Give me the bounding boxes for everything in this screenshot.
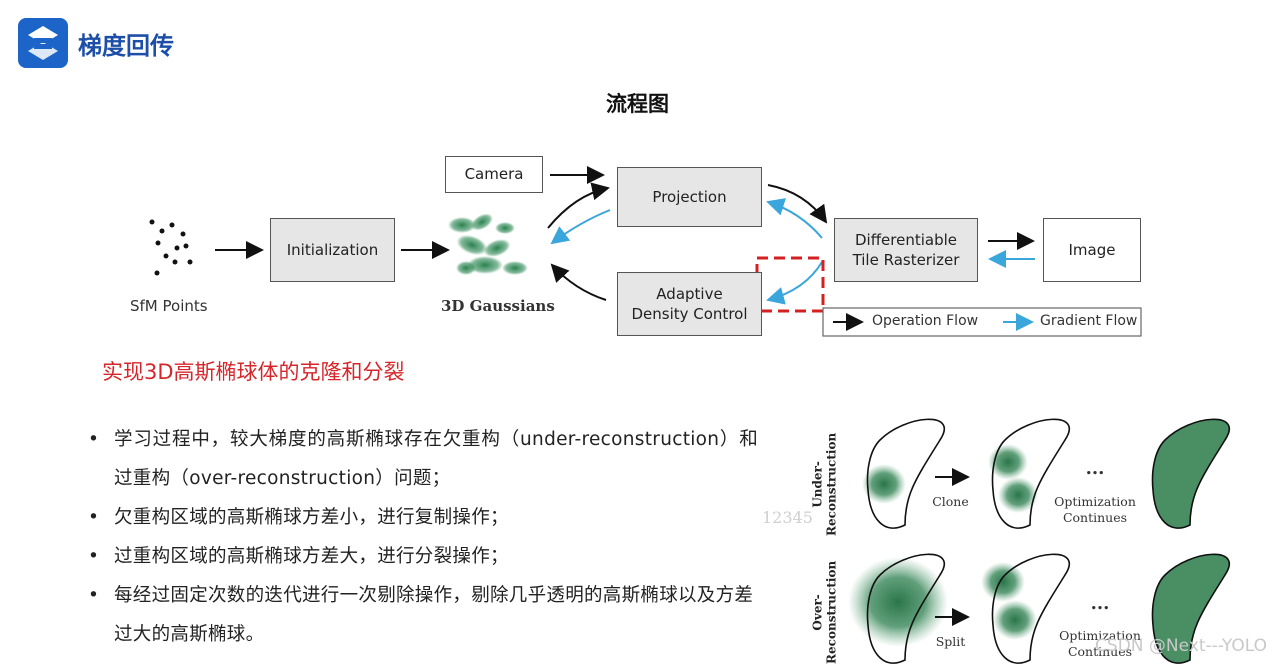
rasterizer-line-1: Differentiable [854, 230, 957, 249]
section-subtitle: 实现3D高斯椭球体的克隆和分裂 [102, 360, 405, 384]
bullet-item: 学习过程中，较大梯度的高斯椭球存在欠重构（under-reconstructio… [88, 420, 758, 498]
bullet-list: 学习过程中，较大梯度的高斯椭球存在欠重构（under-reconstructio… [88, 420, 758, 654]
bullet-item: 每经过固定次数的迭代进行一次剔除操作，剔除几乎透明的高斯椭球以及方差过大的高斯椭… [88, 576, 758, 654]
image-box: Image [1043, 218, 1141, 282]
bullet-item: 欠重构区域的高斯椭球方差小，进行复制操作； [88, 498, 758, 537]
adc-line-2: Density Control [631, 305, 748, 323]
gaussians-label: 3D Gaussians [441, 297, 555, 315]
dots-bottom: ... [1090, 593, 1110, 614]
legend-gradient-label: Gradient Flow [1040, 313, 1138, 329]
over-reconstruction-label: Over- Reconstruction [811, 557, 840, 667]
faint-number: 12345 [762, 508, 813, 527]
initialization-box: Initialization [270, 218, 395, 282]
legend-box [822, 307, 1142, 337]
over-label-1: Over- [810, 594, 825, 631]
projection-box: Projection [617, 167, 762, 227]
optimization-top: Optimization Continues [1050, 494, 1140, 525]
sfm-points-label: SfM Points [130, 297, 208, 315]
clone-split-figure [848, 418, 1231, 664]
adaptive-density-control-box: Adaptive Density Control [617, 272, 762, 336]
rasterizer-line-2: Tile Rasterizer [852, 251, 960, 269]
optim-bottom-2: Continues [1067, 643, 1133, 659]
rasterizer-box: Differentiable Tile Rasterizer [834, 218, 978, 282]
clone-label: Clone [932, 494, 969, 509]
bullet-item: 过重构区域的高斯椭球方差大，进行分裂操作； [88, 537, 758, 576]
brand-name: 梯度回传 [78, 32, 174, 60]
under-label-2: Reconstruction [825, 432, 839, 536]
brand-logo [18, 18, 68, 68]
under-reconstruction-label: Under- Reconstruction [811, 429, 840, 539]
legend-operation-label: Operation Flow [872, 313, 979, 329]
optim-top-2: Continues [1062, 509, 1128, 525]
split-label: Split [935, 634, 966, 649]
watermark: CSDN @Next---YOLO [1095, 636, 1267, 656]
over-label-2: Reconstruction [825, 560, 839, 664]
optim-bottom-1: Optimization [1059, 628, 1141, 643]
dots-top: ... [1085, 458, 1105, 479]
highlight-dashed-box [755, 256, 825, 313]
logo-s-icon [28, 26, 58, 60]
optimization-bottom: Optimization Continues [1055, 628, 1145, 659]
camera-box: Camera [445, 156, 543, 193]
adc-line-1: Adaptive [656, 284, 723, 303]
optim-top-1: Optimization [1054, 494, 1136, 509]
page-title: 流程图 [606, 92, 669, 116]
sfm-points-icon [149, 219, 193, 276]
gaussians-icon [448, 213, 528, 275]
